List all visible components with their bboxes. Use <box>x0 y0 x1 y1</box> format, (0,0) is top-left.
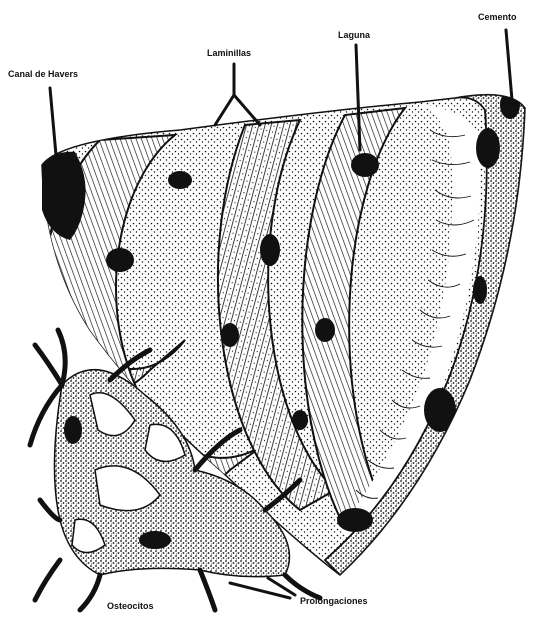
label-laminillas: Laminillas <box>207 48 251 58</box>
label-prolongaciones: Prolongaciones <box>300 596 368 606</box>
cemento-leader <box>506 30 512 100</box>
label-havers: Canal de Havers <box>8 69 78 79</box>
laminillas-leader-left <box>215 95 234 125</box>
havers-leader <box>50 88 56 155</box>
laminillas-leader-right <box>234 95 260 125</box>
label-cemento: Cemento <box>478 12 517 22</box>
label-osteocitos: Osteocitos <box>107 601 154 611</box>
label-laguna: Laguna <box>338 30 371 40</box>
